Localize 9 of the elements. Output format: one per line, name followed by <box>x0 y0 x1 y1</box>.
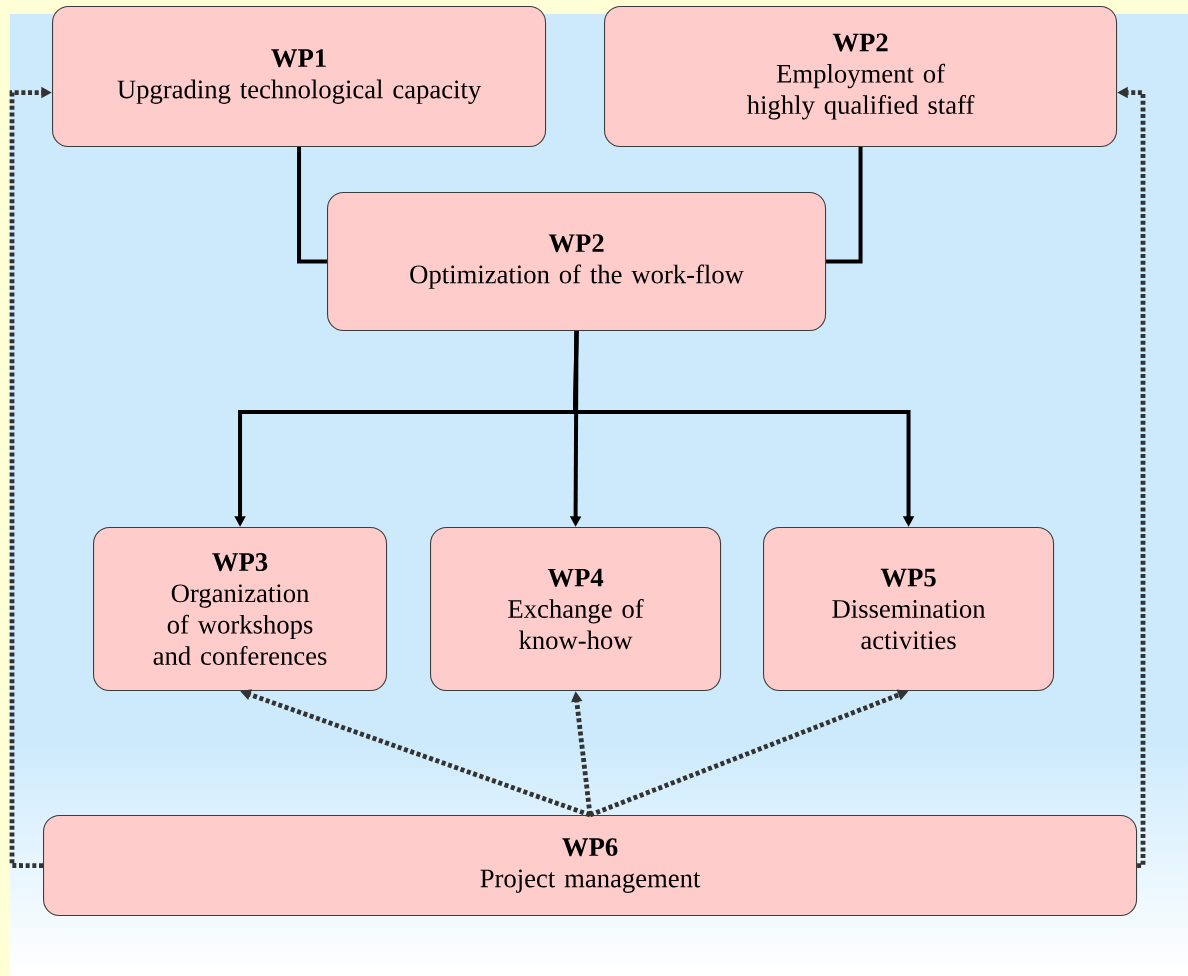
process-box: WP2 Employment of highly qualified staff <box>604 6 1118 148</box>
process-box: WP4 Exchange of know-how <box>430 527 722 692</box>
process-box: WP3 Organization of workshops and conferences <box>93 527 388 692</box>
process-box: WP5 Dissemination activities <box>763 527 1055 692</box>
process-box: WP6 Project management <box>43 815 1138 917</box>
connector-line <box>297 147 327 264</box>
process-box: WP2 Optimization of the work-flow <box>327 192 827 332</box>
process-box: WP1 Upgrading technological capacity <box>52 6 547 148</box>
connector-line <box>826 147 863 264</box>
